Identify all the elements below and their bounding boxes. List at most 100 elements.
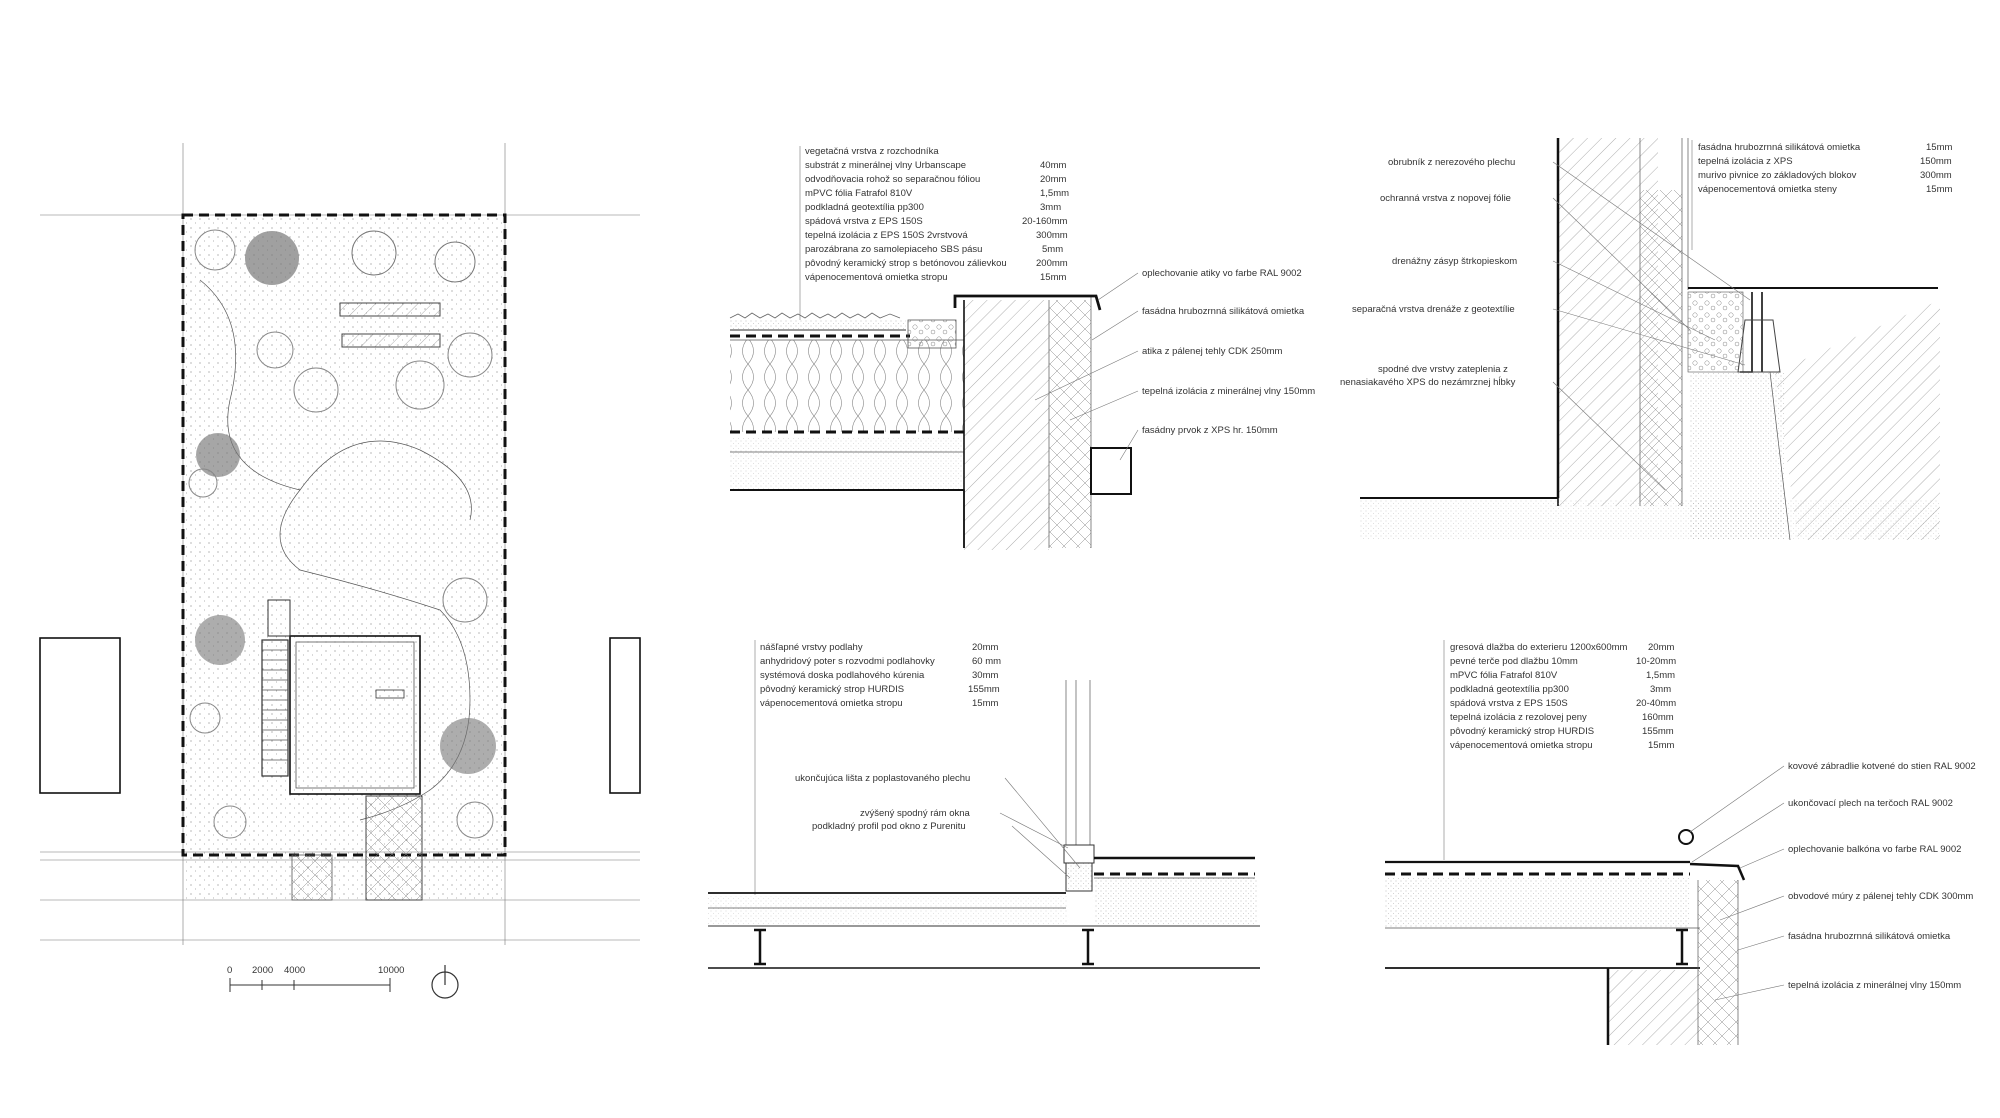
tree-group [188,229,496,839]
layer-thickness: 150mm [1920,156,1952,167]
layer-name: spádová vrstva z EPS 150S [805,216,923,227]
callout-label: tepelná izolácia z minerálnej vlny 150mm [1788,980,1961,991]
site-plan: 0 2000 4000 10000 [39,143,641,999]
layer-thickness: 15mm [1926,184,1952,195]
callout-label: obrubník z nerezového plechu [1388,157,1515,168]
callout-label: obvodové múry z pálenej tehly CDK 300mm [1788,891,1973,902]
callout-label: tepelná izolácia z minerálnej vlny 150mm [1142,386,1315,397]
layer-name: vápenocementová omietka stropu [805,272,948,283]
floor-layer-list: nášľapné vrstvy podlahy 20mm anhydridový… [754,640,1001,895]
floor-detail: nášľapné vrstvy podlahy 20mm anhydridový… [708,640,1260,969]
stair [261,599,291,777]
scale-label-2000: 2000 [252,965,273,976]
layer-thickness: 40mm [1040,160,1066,171]
scale-bar: 0 2000 4000 10000 [227,965,404,992]
layer-thickness: 15mm [1040,272,1066,283]
layer-name: vápenocementová omietka stropu [760,698,903,709]
layer-thickness: 160mm [1642,712,1674,723]
basement-callouts: obrubník z nerezového plechu ochranná vr… [1340,157,1751,491]
layer-name: substrát z minerálnej vlny Urbanscape [805,160,966,171]
house-footprint [289,635,421,795]
layer-name: mPVC fólia Fatrafol 810V [805,188,913,199]
layer-thickness: 60 mm [972,656,1001,667]
callout-label: ukončovací plech na terčoch RAL 9002 [1788,798,1953,809]
plot-boundary [181,213,507,857]
basement-layer-list: fasádna hrubozrnná silikátová omietka 15… [1691,140,1952,250]
layer-name: tepelná izolácia z EPS 150S 2vrstvová [805,230,968,241]
layer-name: fasádna hrubozrnná silikátová omietka [1698,142,1861,153]
layer-thickness: 15mm [1648,740,1674,751]
layer-thickness: 30mm [972,670,998,681]
callout-label: separačná vrstva drenáže z geotextílie [1352,304,1515,315]
neighbor-building-right [609,637,641,794]
layer-thickness: 10-20mm [1636,656,1676,667]
layer-thickness: 20mm [1040,174,1066,185]
layer-name: spádová vrstva z EPS 150S [1450,698,1568,709]
layer-name: vápenocementová omietka steny [1698,184,1837,195]
north-arrow-icon [431,965,459,999]
callout-label: zvýšený spodný rám okna [860,808,971,819]
balcony-detail: gresová dlažba do exterieru 1200x600mm 2… [1385,640,1976,1045]
floor-callouts: ukončujúca lišta z poplastovaného plechu… [795,773,1081,879]
layer-name: tepelná izolácia z rezolovej peny [1450,712,1587,723]
i-beam [754,928,1094,966]
layer-name: gresová dlažba do exterieru 1200x600mm [1450,642,1628,653]
layer-thickness: 1,5mm [1646,670,1675,681]
callout-label: oplechovanie atiky vo farbe RAL 9002 [1142,268,1302,279]
layer-thickness: 3mm [1650,684,1671,695]
callout-label: kovové zábradlie kotvené do stien RAL 90… [1788,761,1976,772]
balcony-layer-list: gresová dlažba do exterieru 1200x600mm 2… [1443,640,1676,860]
layer-thickness: 1,5mm [1040,188,1069,199]
layer-thickness: 300mm [1920,170,1952,181]
layer-thickness: 15mm [972,698,998,709]
layer-thickness: 15mm [1926,142,1952,153]
layer-name: podkladná geotextília pp300 [805,202,924,213]
layer-thickness: 20mm [1648,642,1674,653]
callout-label: ukončujúca lišta z poplastovaného plechu [795,773,970,784]
layer-name: anhydridový poter s rozvodmi podlahovky [760,656,935,667]
balcony-callouts: kovové zábradlie kotvené do stien RAL 90… [1689,761,1976,1001]
callout-label: fasádny prvok z XPS hr. 150mm [1142,425,1278,436]
callout-label: atika z pálenej tehly CDK 250mm [1142,346,1283,357]
railing-icon [1678,829,1694,845]
layer-name: mPVC fólia Fatrafol 810V [1450,670,1558,681]
layer-name: pôvodný keramický strop s betónovou záli… [805,258,1007,269]
callout-label: podkladný profil pod okno z Purenitu [812,821,966,832]
layer-name: vegetačná vrstva z rozchodníka [805,146,939,157]
scale-label-4000: 4000 [284,965,305,976]
layer-name: pôvodný keramický strop HURDIS [1450,726,1594,737]
callout-label: oplechovanie balkóna vo farbe RAL 9002 [1788,844,1961,855]
layer-name: murivo pivnice zo základových blokov [1698,170,1857,181]
scale-label-0: 0 [227,965,232,976]
callout-label: nenasiakavého XPS do nezámrznej hĺbky [1340,376,1516,388]
layer-thickness: 300mm [1036,230,1068,241]
layer-name: vápenocementová omietka stropu [1450,740,1593,751]
callout-label: fasádna hrubozrnná silikátová omietka [1788,931,1951,942]
layer-name: odvodňovacia rohož so separačnou fóliou [805,174,980,185]
callout-label: spodné dve vrstvy zateplenia z [1378,364,1508,375]
layer-thickness: 200mm [1036,258,1068,269]
roof-detail: vegetačná vrstva z rozchodníka substrát … [729,146,1315,550]
layer-name: tepelná izolácia z XPS [1698,156,1793,167]
layer-name: systémová doska podlahového kúrenia [760,670,925,681]
scale-label-10000: 10000 [378,965,404,976]
basement-detail: obrubník z nerezového plechu ochranná vr… [1340,138,1952,541]
layer-name: pevné terče pod dlažbu 10mm [1450,656,1578,667]
layer-name: nášľapné vrstvy podlahy [760,642,863,653]
roof-callouts: oplechovanie atiky vo farbe RAL 9002 fas… [1034,268,1315,461]
layer-thickness: 20mm [972,642,998,653]
layer-thickness: 155mm [1642,726,1674,737]
roof-layer-list: vegetačná vrstva z rozchodníka substrát … [799,146,1069,320]
callout-label: drenážny zásyp štrkopieskom [1392,256,1517,267]
layer-thickness: 20-160mm [1022,216,1067,227]
layer-thickness: 155mm [968,684,1000,695]
neighbor-building-left [39,637,121,794]
callout-label: ochranná vrstva z nopovej fólie [1380,193,1511,204]
layer-name: podkladná geotextília pp300 [1450,684,1569,695]
layer-name: pôvodný keramický strop HURDIS [760,684,904,695]
layer-thickness: 5mm [1042,244,1063,255]
callout-label: fasádna hrubozrnná silikátová omietka [1142,306,1305,317]
layer-thickness: 20-40mm [1636,698,1676,709]
layer-thickness: 3mm [1040,202,1061,213]
